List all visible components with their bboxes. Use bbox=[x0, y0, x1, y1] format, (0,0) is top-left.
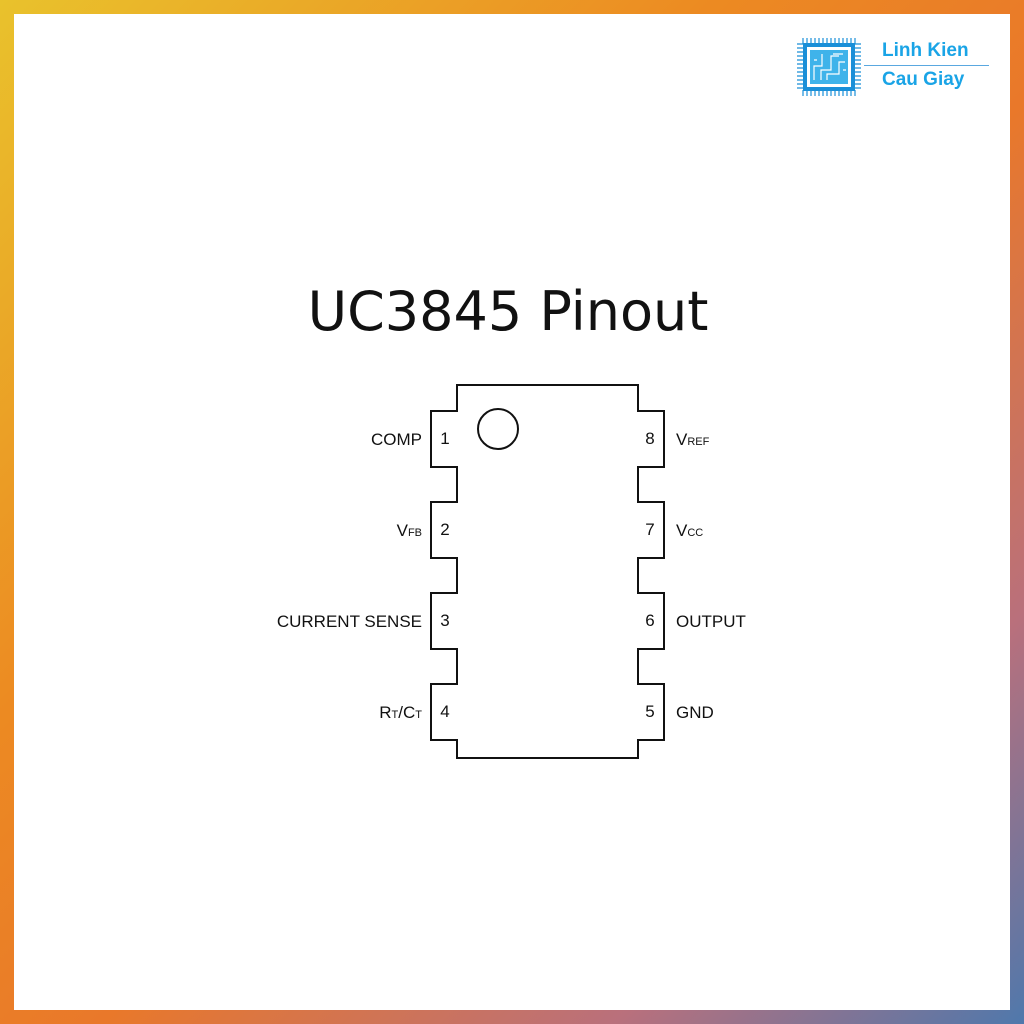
pin-3: 3 bbox=[430, 592, 458, 650]
pin-7: 7 bbox=[637, 501, 665, 559]
pin-label-vcc: VCC bbox=[676, 521, 704, 540]
pin-label-current-sense: CURRENT SENSE bbox=[276, 612, 422, 631]
pin-label-rt-ct: RT/CT bbox=[379, 703, 422, 722]
pin-5: 5 bbox=[637, 683, 665, 741]
pin1-notch bbox=[477, 408, 519, 450]
pin-4: 4 bbox=[430, 683, 458, 741]
pin-label-gnd: GND bbox=[676, 703, 714, 722]
pin-label-vfb: VFB bbox=[396, 521, 422, 540]
pin-1: 1 bbox=[430, 410, 458, 468]
circuit-chip-icon bbox=[797, 38, 861, 96]
pin-8: 8 bbox=[637, 410, 665, 468]
diagram-title: UC3845 Pinout bbox=[307, 280, 709, 343]
brand-name-line2: Cau Giay bbox=[882, 69, 965, 90]
brand-divider bbox=[864, 65, 989, 66]
pin-label-output: OUTPUT bbox=[676, 612, 746, 631]
pin-label-vref: VREF bbox=[676, 430, 710, 449]
brand-name-line1: Linh Kien bbox=[882, 40, 969, 61]
pin-6: 6 bbox=[637, 592, 665, 650]
pin-label-comp: COMP bbox=[371, 430, 422, 449]
pin-2: 2 bbox=[430, 501, 458, 559]
